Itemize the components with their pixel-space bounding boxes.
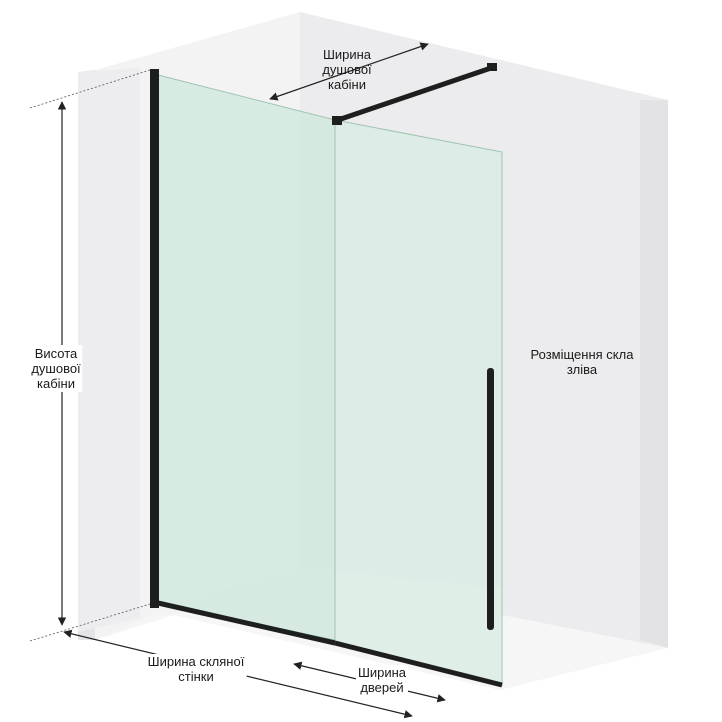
cabin-width-label: Ширина душової кабіни bbox=[322, 47, 371, 92]
wall-profile bbox=[150, 69, 159, 608]
glass-wall-width-line-2: стінки bbox=[178, 669, 214, 684]
cabin-width-line-1: Ширина bbox=[322, 47, 372, 62]
cabin-width-line-2: душової bbox=[322, 62, 372, 77]
cabin-width-arrow bbox=[269, 42, 429, 101]
cabin-height-line-3: кабіни bbox=[37, 376, 75, 391]
right-wall-edge bbox=[640, 100, 668, 648]
cabin-width-line-3: кабіни bbox=[328, 77, 366, 92]
glass-wall-width-label: Ширина скляної стінки bbox=[145, 654, 247, 684]
glass-position-line-1: Розміщення скла bbox=[530, 347, 634, 362]
glass-wall-width-line-1: Ширина скляної bbox=[147, 654, 245, 669]
cabin-height-extension-bottom bbox=[29, 603, 151, 642]
sliding-door-glass bbox=[334, 119, 503, 686]
door-width-line-1: Ширина bbox=[357, 665, 407, 680]
stabilizer-clamp-wall bbox=[487, 63, 497, 71]
cabin-height-extension-top bbox=[29, 69, 151, 109]
fixed-glass-panel bbox=[157, 74, 336, 641]
cabin-height-line-2: душової bbox=[31, 361, 81, 376]
door-width-line-2: дверей bbox=[360, 680, 404, 695]
glass-position-line-2: зліва bbox=[566, 362, 598, 377]
cabin-height-line-1: Висота bbox=[34, 346, 78, 361]
left-wall-front bbox=[78, 68, 140, 632]
cabin-height-label: Висота душової кабіни bbox=[29, 345, 83, 392]
stabilizer-clamp-glass bbox=[332, 116, 342, 125]
door-handle bbox=[487, 368, 494, 630]
glass-position-label: Розміщення скла зліва bbox=[531, 347, 634, 377]
door-width-label: Ширина дверей bbox=[355, 665, 409, 695]
